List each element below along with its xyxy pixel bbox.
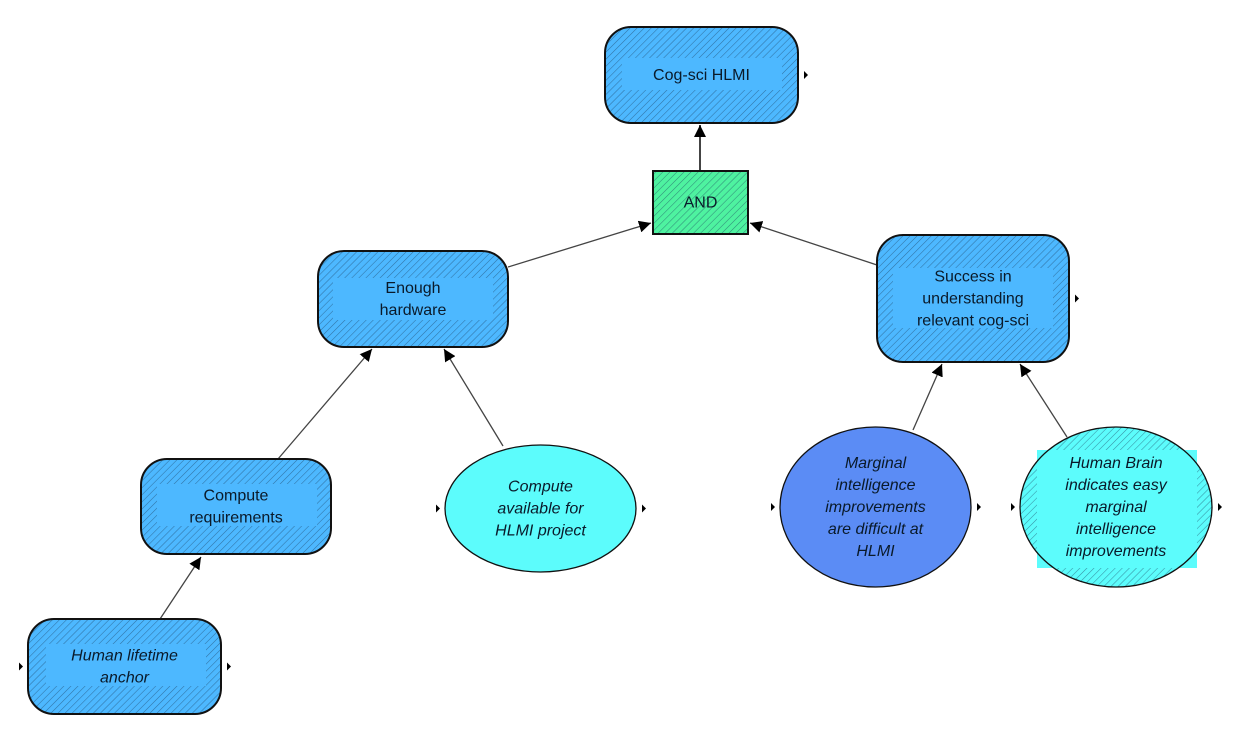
edge-success-cogsci-to-and-gate[interactable] — [749, 221, 878, 266]
label-background — [333, 278, 493, 320]
node-outline — [652, 170, 749, 235]
node-label-line: available for — [497, 501, 584, 518]
node-label-line: improvements — [825, 499, 925, 516]
node-label-line: requirements — [189, 510, 282, 527]
nodes-layer: Cog-sci HLMI AND Enough hardware Success in u… — [19, 26, 1222, 715]
node-outline — [444, 444, 637, 573]
node-label-line: Compute — [204, 488, 269, 505]
edge-marginal-difficult-to-success-cogsci[interactable] — [912, 363, 943, 431]
node-label-line: Marginal — [845, 455, 907, 472]
edge-human-brain-easy-to-success-cogsci[interactable] — [1019, 363, 1068, 438]
edge-compute-available-to-enough-hardware[interactable] — [443, 348, 504, 447]
node-label-line: hardware — [380, 302, 447, 319]
label-background — [893, 268, 1053, 328]
expand-right-arrow-icon[interactable] — [804, 71, 808, 79]
node-outline — [140, 458, 332, 555]
node-label-line: Cog-sci HLMI — [653, 67, 750, 84]
expand-right-arrow-icon[interactable] — [1075, 294, 1079, 303]
node-label-line: are difficult at — [828, 521, 924, 538]
node-marginal-difficult[interactable]: Marginal intelligence improvements are diff… — [771, 426, 981, 588]
node-human-lifetime-anchor[interactable]: Human lifetime anchor — [19, 618, 231, 715]
node-outline — [876, 234, 1070, 363]
edge-human-lifetime-anchor-to-compute-requirements[interactable] — [159, 556, 202, 620]
node-shape — [445, 445, 636, 572]
node-label-line: intelligence — [1076, 521, 1156, 538]
label-background — [46, 644, 206, 686]
node-shape — [780, 427, 971, 587]
node-label-line: understanding — [922, 291, 1023, 308]
node-label-line: indicates easy — [1065, 477, 1167, 494]
expand-left-arrow-icon[interactable] — [19, 662, 23, 671]
label-background — [1037, 450, 1197, 568]
expand-right-arrow-icon[interactable] — [1218, 503, 1222, 511]
label-background — [157, 484, 317, 526]
node-label-line: Human Brain — [1069, 455, 1162, 472]
node-enough-hardware[interactable]: Enough hardware — [317, 250, 509, 348]
edge-enough-hardware-to-and-gate[interactable] — [507, 220, 652, 268]
node-label-line: Enough — [385, 280, 440, 297]
expand-right-arrow-icon[interactable] — [227, 662, 231, 671]
node-label-line: Human lifetime — [71, 648, 178, 665]
node-label-line: AND — [684, 195, 718, 212]
node-label-line: improvements — [1066, 543, 1166, 560]
node-label-line: Success in — [934, 269, 1011, 286]
node-label-line: Compute — [508, 479, 573, 496]
node-label-line: intelligence — [835, 477, 915, 494]
node-label-line: HLMI project — [495, 523, 586, 540]
node-outline — [317, 250, 509, 348]
node-label-line: HLMI — [856, 543, 895, 560]
node-outline — [779, 426, 972, 588]
edges-layer — [159, 125, 1068, 620]
label-background — [622, 58, 782, 90]
node-cogsci-hlmi[interactable]: Cog-sci HLMI — [604, 26, 808, 124]
expand-left-arrow-icon[interactable] — [1011, 503, 1015, 511]
node-compute-requirements[interactable]: Compute requirements — [140, 458, 332, 555]
node-outline — [1019, 426, 1213, 588]
node-success-cogsci[interactable]: Success in understanding relevant cog-sci — [876, 234, 1079, 363]
node-label-line: marginal — [1085, 499, 1147, 516]
node-and-gate[interactable]: AND — [652, 170, 749, 235]
hatch-overlay — [653, 171, 748, 234]
expand-right-arrow-icon[interactable] — [977, 503, 981, 511]
node-label-line: relevant cog-sci — [917, 313, 1029, 330]
node-outline — [27, 618, 222, 715]
node-label-line: anchor — [100, 670, 150, 687]
expand-right-arrow-icon[interactable] — [642, 504, 646, 513]
expand-left-arrow-icon[interactable] — [436, 504, 440, 513]
expand-left-arrow-icon[interactable] — [771, 503, 775, 511]
node-outline — [604, 26, 799, 124]
edge-compute-requirements-to-enough-hardware[interactable] — [277, 348, 373, 460]
node-human-brain-easy[interactable]: Human Brain indicates easy marginal intelli… — [1011, 426, 1222, 588]
